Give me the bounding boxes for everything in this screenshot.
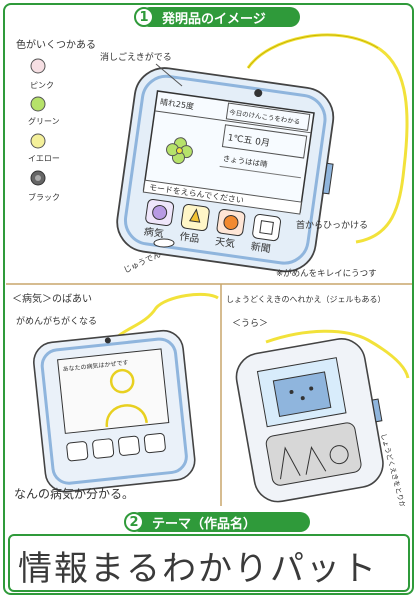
status-left: 晴れ25度 [159,97,194,112]
colors-heading: 色がいくつかある [16,38,96,51]
section1-title: 発明品のイメージ [162,11,266,27]
color-label-yellow: イエロー [28,154,60,163]
section1-banner: 1 発明品のイメージ [134,7,300,27]
color-label-black: ブラック [28,192,60,202]
app-label-sick: 病気 [143,225,165,241]
app-label-news: 新聞 [250,240,272,256]
sick-device: あなたの病気はかぜです [33,329,196,493]
main-device: 晴れ25度 今日のけんこうをわかる 1℃五 0月 きょうはは晴 モードをえらんで… [116,67,335,273]
app-label-weather: 天気 [214,235,236,251]
section1-number: 1 [134,7,154,27]
eraser-callout: 消しごえきがでる [100,51,172,63]
color-label-green: グリーン [28,116,60,126]
app-icon-sick [152,204,168,220]
charging-port [153,238,175,248]
color-swatch-pink [30,58,46,74]
strap-label: 首からひっかける [296,219,368,231]
color-swatch-yellow [30,133,46,149]
sick-footer: なんの病気か分かる。 [14,486,134,501]
section2-title: テーマ（作品名） [152,516,257,532]
power-label: じゅうでん [122,250,162,275]
section2-banner: 2 テーマ（作品名） [124,512,310,532]
color-swatch-green [30,96,46,112]
section2-number: 2 [124,512,144,532]
person-body-icon [105,404,148,428]
theme-title: 情報まるわかりパット [18,549,378,589]
app-icon-weather [223,215,239,231]
sick-subtitle: がめんがちがくなる [16,315,97,327]
theme-box [8,534,410,592]
color-label-pink: ピンク [30,81,54,90]
back-sub: ＜うら＞ [232,318,268,329]
sketch-drawing: 色がいくつかある ピンク グリーン イエロー ブラック 晴れ25度 今日のけんこ… [6,33,412,506]
back-heading: しょうどくえきのへれかえ（ジェルもある） [226,295,386,304]
side-button [322,162,334,195]
flower-icon [166,137,193,165]
camera-dot [254,89,263,98]
person-head-icon [109,368,135,394]
app-icon-works [188,208,201,223]
sick-heading: ＜病気＞のばあい [12,292,92,305]
back-device [235,338,384,503]
back-side-note: しょうどくえきをとりかえる [379,433,410,506]
app-buttons [145,198,281,242]
app-icon-news [259,220,274,235]
screen-note: ※がめんをキレイにうつす [276,268,377,279]
app-label-works: 作品 [179,231,200,246]
